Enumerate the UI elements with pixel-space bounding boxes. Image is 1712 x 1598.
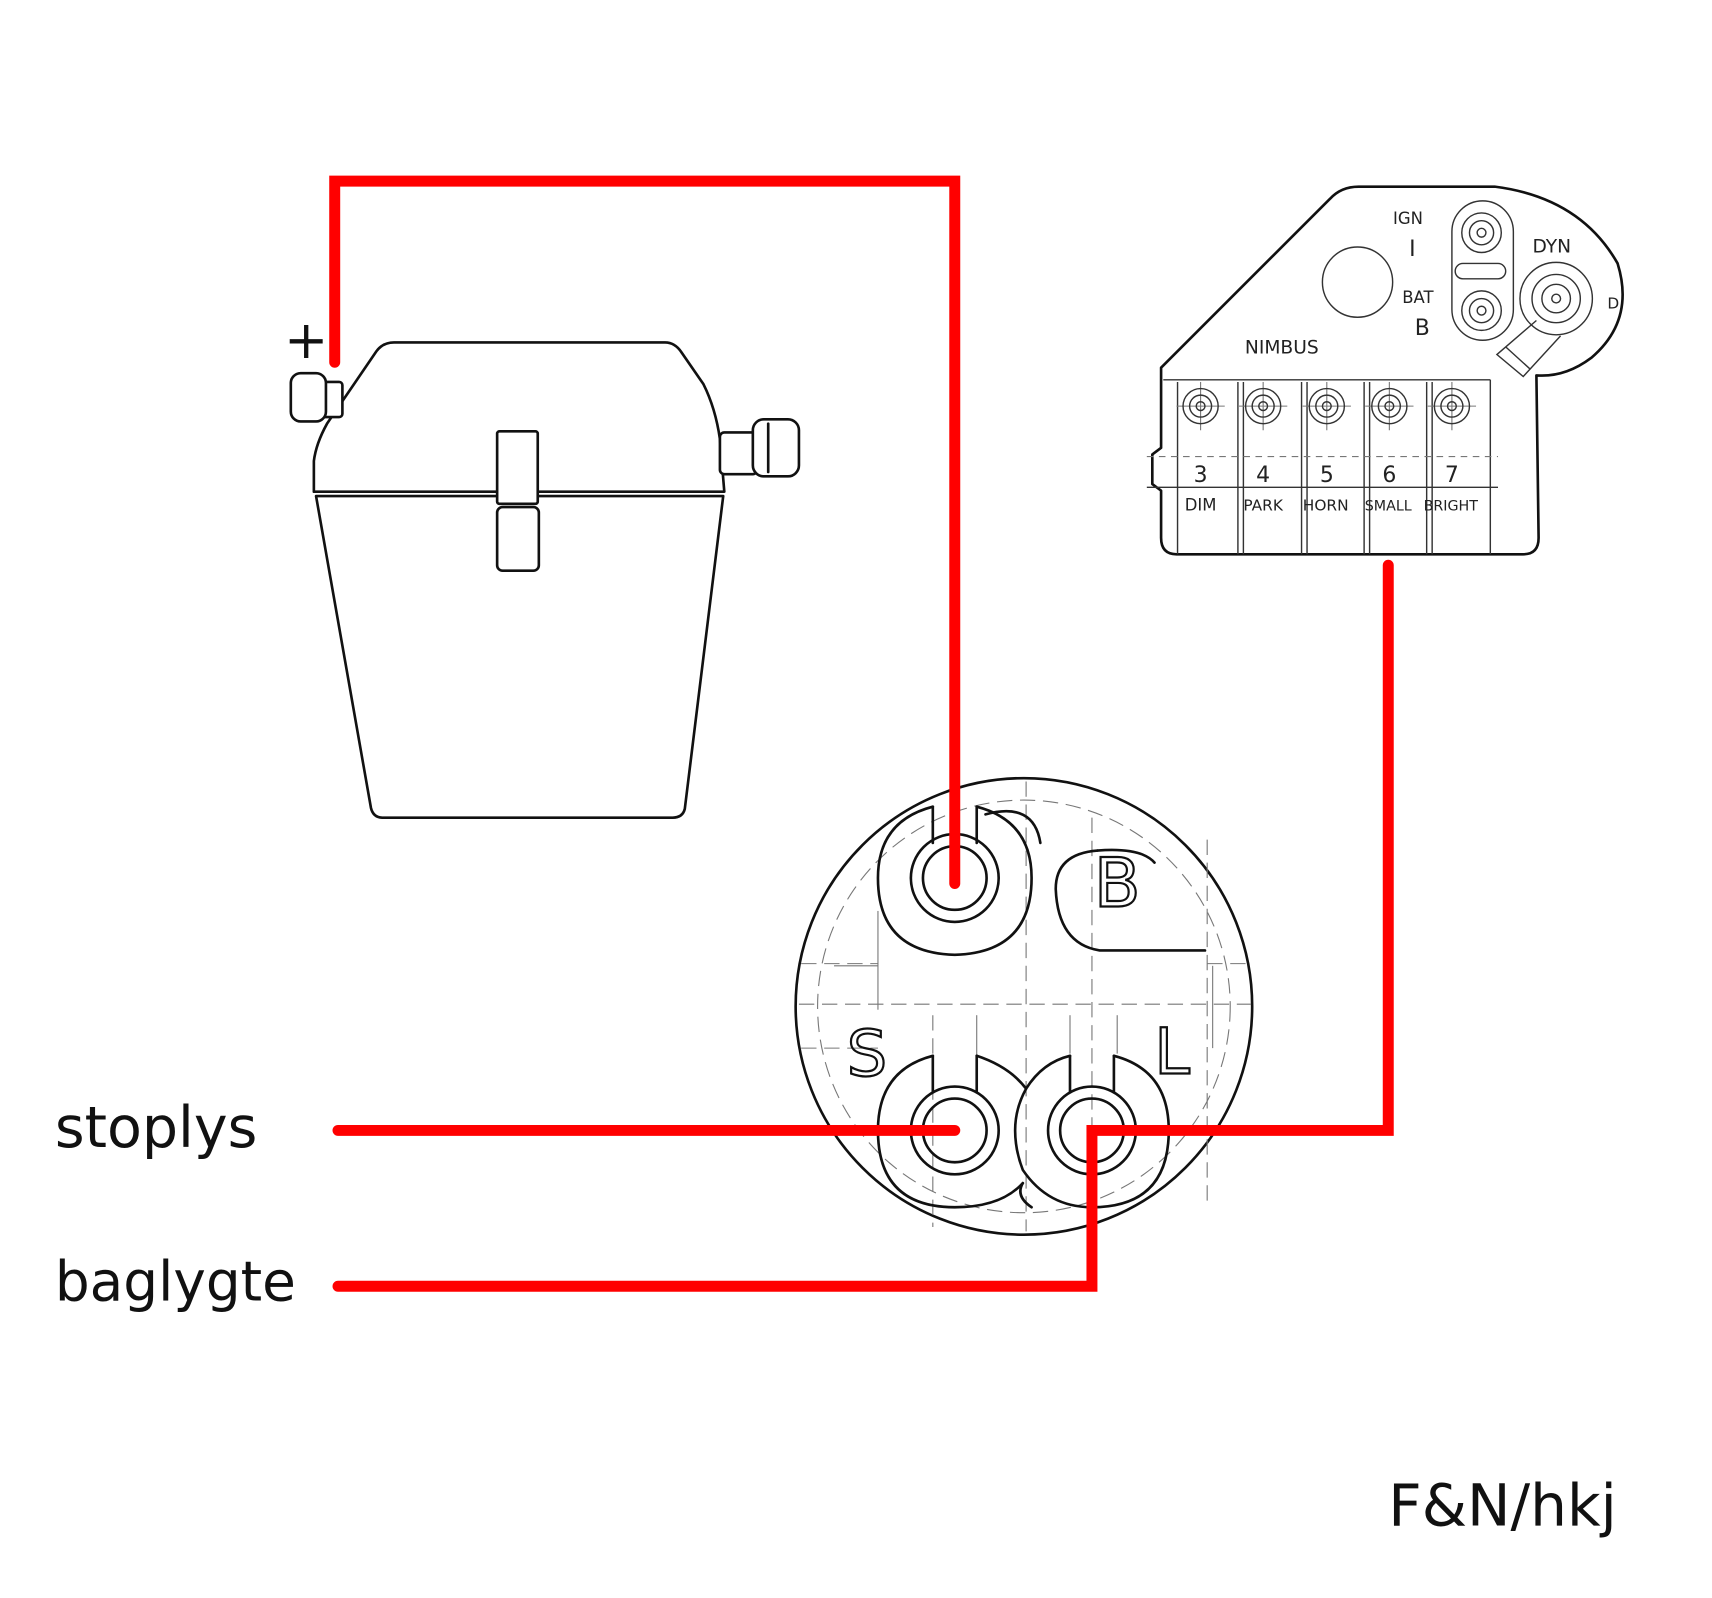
screw-ring xyxy=(1308,387,1346,425)
terminal-number-4: 4 xyxy=(1256,463,1270,488)
battery-to-connector-wire xyxy=(329,175,961,889)
ign-label: IGN xyxy=(1393,209,1423,228)
dyn-strap-line xyxy=(1505,346,1531,370)
ign-terminal-ring xyxy=(1461,212,1503,254)
terminal-number-7: 7 xyxy=(1445,463,1459,488)
l-terminal: L xyxy=(1013,1014,1191,1209)
terminal-label-small: SMALL xyxy=(1365,498,1412,514)
latch-upper xyxy=(495,430,540,506)
bat-letter: B xyxy=(1415,316,1430,341)
terminal-cap xyxy=(751,417,801,478)
switch-hole xyxy=(1321,246,1394,318)
terminal-block-outline xyxy=(1451,200,1515,341)
connector-b-label: B xyxy=(1094,845,1141,924)
screw-center xyxy=(1446,401,1458,412)
terminal-lobe xyxy=(876,805,1033,957)
battery-plus-label: + xyxy=(284,310,328,371)
battery-latch xyxy=(495,430,541,573)
baglygte-label: baglygte xyxy=(55,1250,296,1314)
dyn-letter: D xyxy=(1607,294,1619,312)
link-bar xyxy=(1454,262,1507,280)
terminal-tab xyxy=(984,809,1042,845)
connector-outer-rim xyxy=(794,776,1254,1236)
bat-label: BAT xyxy=(1402,288,1434,307)
terminal-screw-7 xyxy=(1427,381,1477,431)
battery-lid xyxy=(312,341,726,494)
terminal-cap xyxy=(289,371,328,423)
credit-label: F&N/hkj xyxy=(1388,1472,1617,1540)
ign-terminal-ring xyxy=(1468,219,1495,246)
dyn-label: DYN xyxy=(1532,236,1571,257)
dyn-terminal-center xyxy=(1551,293,1562,304)
terminal-label-dim: DIM xyxy=(1185,495,1217,514)
terminal-screw-6 xyxy=(1365,381,1414,431)
screw-center xyxy=(1195,401,1206,412)
battery-positive-terminal xyxy=(289,371,344,423)
terminal-screw-4 xyxy=(1239,381,1288,431)
wires xyxy=(329,175,1394,1292)
screw-ring xyxy=(1433,387,1471,425)
terminal-strip: 3 4 5 6 7 DIM PARK HORN SMALL BRIGHT xyxy=(1146,379,1499,555)
screw-ring xyxy=(1371,387,1408,425)
stoplys-label: stoplys xyxy=(55,1095,258,1161)
battery: + xyxy=(284,310,801,819)
junction-box: 3 4 5 6 7 DIM PARK HORN SMALL BRIGHT NIM… xyxy=(1146,185,1624,556)
terminal-screw-5 xyxy=(1302,381,1351,431)
terminal-number-3: 3 xyxy=(1194,463,1208,488)
dyn-terminal: DYN D xyxy=(1495,236,1619,378)
screw-ring xyxy=(1182,387,1219,425)
terminal-label-bright: BRIGHT xyxy=(1424,498,1479,514)
bat-terminal-center xyxy=(1476,305,1487,316)
terminal-number-6: 6 xyxy=(1382,463,1396,488)
terminal-label-horn: HORN xyxy=(1303,496,1349,514)
terminal-label-park: PARK xyxy=(1243,496,1283,514)
ign-number: I xyxy=(1409,237,1415,262)
battery-body xyxy=(314,494,725,819)
battery-negative-terminal xyxy=(718,417,801,478)
ign-terminal-center xyxy=(1476,227,1487,238)
ign-bat-terminal-block xyxy=(1451,200,1515,341)
screw-center xyxy=(1258,401,1269,412)
dyn-terminal-ring xyxy=(1531,273,1582,324)
connector-inner-rim xyxy=(817,799,1231,1214)
connector-s-label: S xyxy=(847,1018,887,1092)
screw-ring xyxy=(1251,394,1275,418)
s-terminal: S xyxy=(846,1016,1028,1209)
screw-ring xyxy=(1244,387,1282,425)
screw-ring xyxy=(1188,394,1213,418)
s-terminal-lobe-top xyxy=(975,1054,1028,1091)
junction-box-outline xyxy=(1150,185,1624,556)
dyn-strap xyxy=(1495,319,1562,378)
brand-label: NIMBUS xyxy=(1245,337,1319,358)
b-terminal: B xyxy=(1054,843,1207,952)
bat-terminal-ring xyxy=(1461,290,1503,332)
screw-center xyxy=(1321,401,1332,412)
screw-ring xyxy=(1377,394,1402,418)
connector: B S L xyxy=(794,776,1254,1236)
terminal-screw-3 xyxy=(1176,381,1225,431)
b-terminal-outline-top xyxy=(1096,848,1156,864)
connector-l-label: L xyxy=(1154,1015,1190,1089)
bat-terminal-ring xyxy=(1468,297,1495,324)
screw-center xyxy=(1384,401,1395,412)
dyn-terminal-ring xyxy=(1541,283,1572,314)
latch-lower xyxy=(495,505,541,573)
baglygte-wire xyxy=(332,559,1394,1292)
terminal-number-5: 5 xyxy=(1320,463,1334,488)
s-terminal-lobe xyxy=(876,1054,1025,1209)
waist-curve xyxy=(1019,1181,1033,1209)
b-terminal-outline xyxy=(1054,849,1207,952)
screw-ring xyxy=(1440,394,1464,418)
screw-ring xyxy=(1315,394,1339,418)
dyn-terminal-ring xyxy=(1519,261,1594,336)
